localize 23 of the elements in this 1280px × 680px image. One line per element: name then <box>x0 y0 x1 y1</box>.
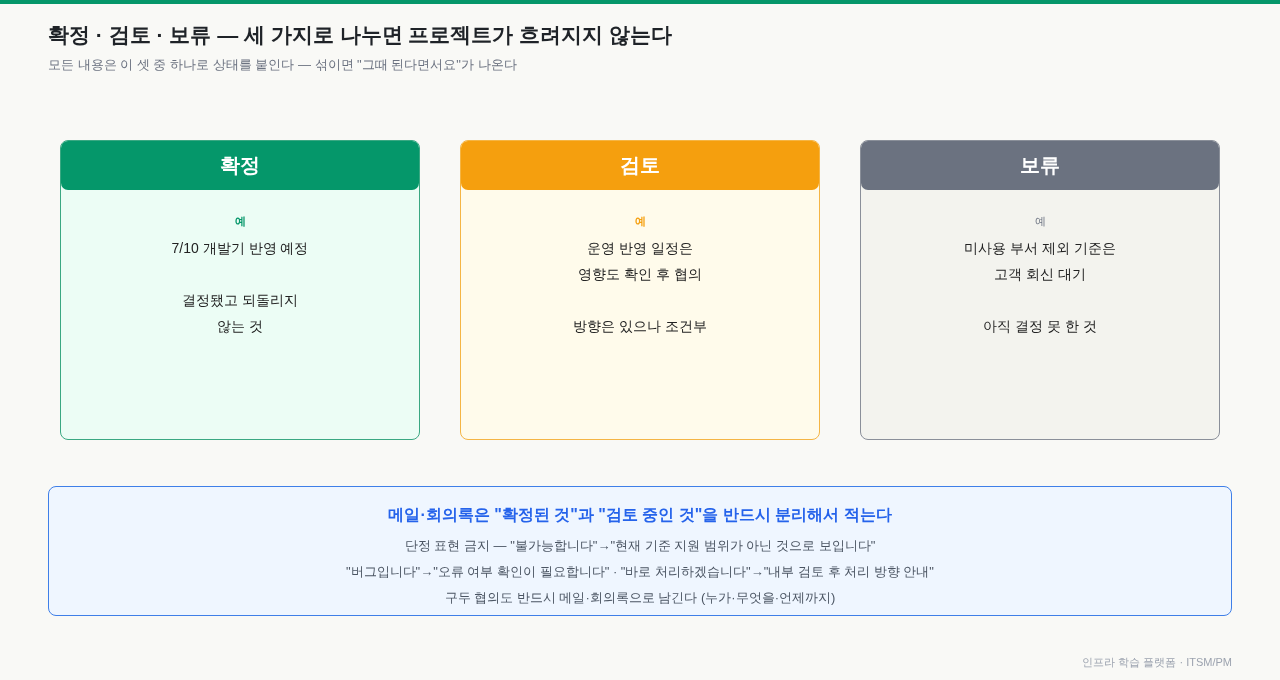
status-card <box>460 140 820 440</box>
card-header: 검토 <box>461 141 819 190</box>
note-heading: 메일·회의록은 "확정된 것"과 "검토 중인 것"을 반드시 분리해서 적는다 <box>388 505 892 525</box>
description-text: 방향은 있으나 조건부 <box>573 317 707 336</box>
note-line: 단정 표현 금지 — "불가능합니다"→"현재 기준 지원 범위가 아닌 것으로 보입니다" <box>404 537 876 555</box>
status-card <box>860 140 1220 440</box>
description-text: 결정됐고 되돌리지 않는 것 <box>181 291 299 336</box>
footer-text: 인프라 학습 플랫폼 · ITSM/PM <box>1082 655 1232 670</box>
subtitle: 모든 내용은 이 셋 중 하나로 상태를 붙인다 — 섞이면 "그때 된다면서요"가 나온다 <box>48 56 517 74</box>
example-label: 예 <box>1034 214 1046 228</box>
example-text: 미사용 부서 제외 기준은 고객 회신 대기 <box>963 239 1117 284</box>
description-text: 아직 결정 못 한 것 <box>983 317 1097 336</box>
card-header: 확정 <box>61 141 419 190</box>
example-label: 예 <box>634 214 646 228</box>
status-card <box>60 140 420 440</box>
example-label: 예 <box>234 214 246 228</box>
note-line: 구두 협의도 반드시 메일·회의록으로 남긴다 (누가·무엇을·언제까지) <box>444 589 836 607</box>
example-text: 운영 반영 일정은 영향도 확인 후 협의 <box>577 239 703 284</box>
card-header: 보류 <box>861 141 1219 190</box>
example-text: 7/10 개발기 반영 예정 <box>171 239 309 258</box>
note-line: "버그입니다"→"오류 여부 확인이 필요합니다" · "바로 처리하겠습니다"→"내부 검토 후 처리 방향 안내" <box>346 563 934 581</box>
note-panel <box>48 486 1232 616</box>
page-title: 확정 · 검토 · 보류 — 세 가지로 나누면 프로젝트가 흐려지지 않는다 <box>48 22 673 48</box>
